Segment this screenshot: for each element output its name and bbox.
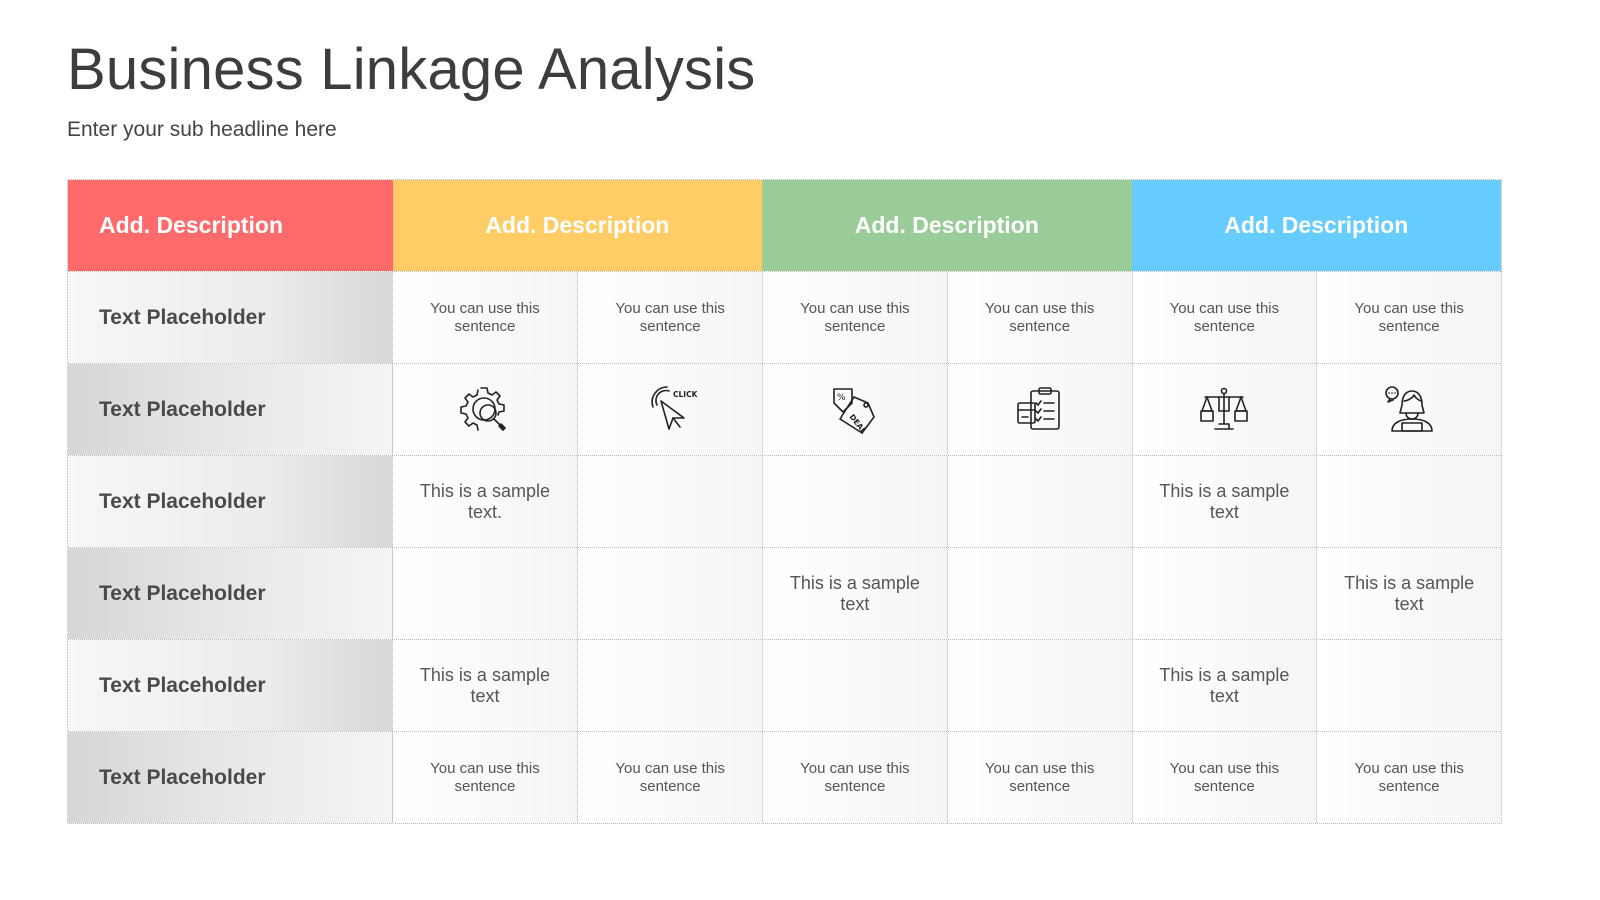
table-cell [1131,548,1317,639]
cell-text: You can use this sentence [1169,759,1280,795]
cell-text: This is a sample text [1344,572,1475,614]
cell-text: You can use this sentence [984,299,1095,335]
table-cell: % DEAL [762,364,947,455]
gear-search-icon [460,386,506,431]
table-cell: You can use this sentence [392,732,578,823]
table-cell [946,640,1132,731]
support-agent-icon [1385,385,1433,432]
table-row: Text Placeholder This is a sample text T… [68,639,1501,731]
cell-text: You can use this sentence [800,299,910,335]
percent-text: % [837,393,846,403]
table-cell: You can use this sentence [1316,272,1501,363]
table-cell: This is a sample text [392,640,578,731]
table-cell: This is a sample text [1131,456,1317,547]
table-cell: You can use this sentence [946,732,1132,823]
cell-text: This is a sample text [1159,480,1290,522]
table-cell [762,640,947,731]
cell-text: You can use this sentence [615,299,725,335]
table-cell [577,548,763,639]
table-cell: You can use this sentence [762,272,947,363]
table-cell [577,456,763,547]
cell-text: You can use this sentence [984,759,1095,795]
cell-text: You can use this sentence [1169,299,1280,335]
header-cell-3: Add. Description [762,180,1132,271]
table-row: Text Placeholder CLICK! % [68,363,1501,455]
row-label: Text Placeholder [68,732,393,823]
table-cell [392,364,578,455]
deal-text: DEAL [847,412,868,435]
cell-text: This is a sample text [789,572,920,614]
row-label: Text Placeholder [68,548,393,639]
table-row: Text Placeholder You can use this senten… [68,731,1501,823]
table-cell: You can use this sentence [392,272,578,363]
row-label: Text Placeholder [68,272,393,363]
table-row: Text Placeholder This is a sample text. … [68,455,1501,547]
table-cell: You can use this sentence [577,732,763,823]
cell-text: This is a sample text [419,664,550,706]
table-cell: This is a sample text [762,548,947,639]
click-cursor-icon: CLICK! [651,385,697,430]
table-cell [1316,364,1501,455]
table-cell [946,548,1132,639]
table-cell [946,456,1132,547]
table-cell: This is a sample text. [392,456,578,547]
table-cell [1131,364,1317,455]
table-cell: CLICK! [577,364,763,455]
cell-text: You can use this sentence [1354,759,1464,795]
table-cell [1316,640,1501,731]
table-cell: You can use this sentence [762,732,947,823]
linkage-table: Add. Description Add. Description Add. D… [67,179,1502,824]
table-cell: You can use this sentence [577,272,763,363]
cell-text: This is a sample text. [419,480,550,522]
table-cell [577,640,763,731]
balance-scale-icon [1200,387,1249,430]
table-cell: You can use this sentence [1316,732,1501,823]
cell-text: You can use this sentence [800,759,910,795]
table-cell: You can use this sentence [946,272,1132,363]
cell-text: You can use this sentence [430,759,540,795]
clipboard-checklist-icon [1016,386,1060,430]
table-row: Text Placeholder You can use this senten… [68,271,1501,363]
header-cell-2: Add. Description [392,180,763,271]
table-row: Text Placeholder This is a sample text T… [68,547,1501,639]
page-subtitle: Enter your sub headline here [67,118,337,141]
table-cell: This is a sample text [1131,640,1317,731]
header-cell-4: Add. Description [1131,180,1501,271]
cell-text: You can use this sentence [615,759,725,795]
click-icon-text: CLICK! [673,390,697,399]
row-label: Text Placeholder [68,364,393,455]
row-label: Text Placeholder [68,456,393,547]
table-cell [762,456,947,547]
table-cell [946,364,1132,455]
cell-text: This is a sample text [1159,664,1290,706]
table-cell: This is a sample text [1316,548,1501,639]
page-title: Business Linkage Analysis [67,37,756,102]
deal-tag-icon: % DEAL [833,387,875,435]
row-label: Text Placeholder [68,640,393,731]
table-header-row: Add. Description Add. Description Add. D… [68,180,1501,271]
table-cell: You can use this sentence [1131,732,1317,823]
table-cell: You can use this sentence [1131,272,1317,363]
table-cell [392,548,578,639]
header-cell-1: Add. Description [68,180,393,271]
cell-text: You can use this sentence [1354,299,1464,335]
table-cell [1316,456,1501,547]
cell-text: You can use this sentence [430,299,540,335]
